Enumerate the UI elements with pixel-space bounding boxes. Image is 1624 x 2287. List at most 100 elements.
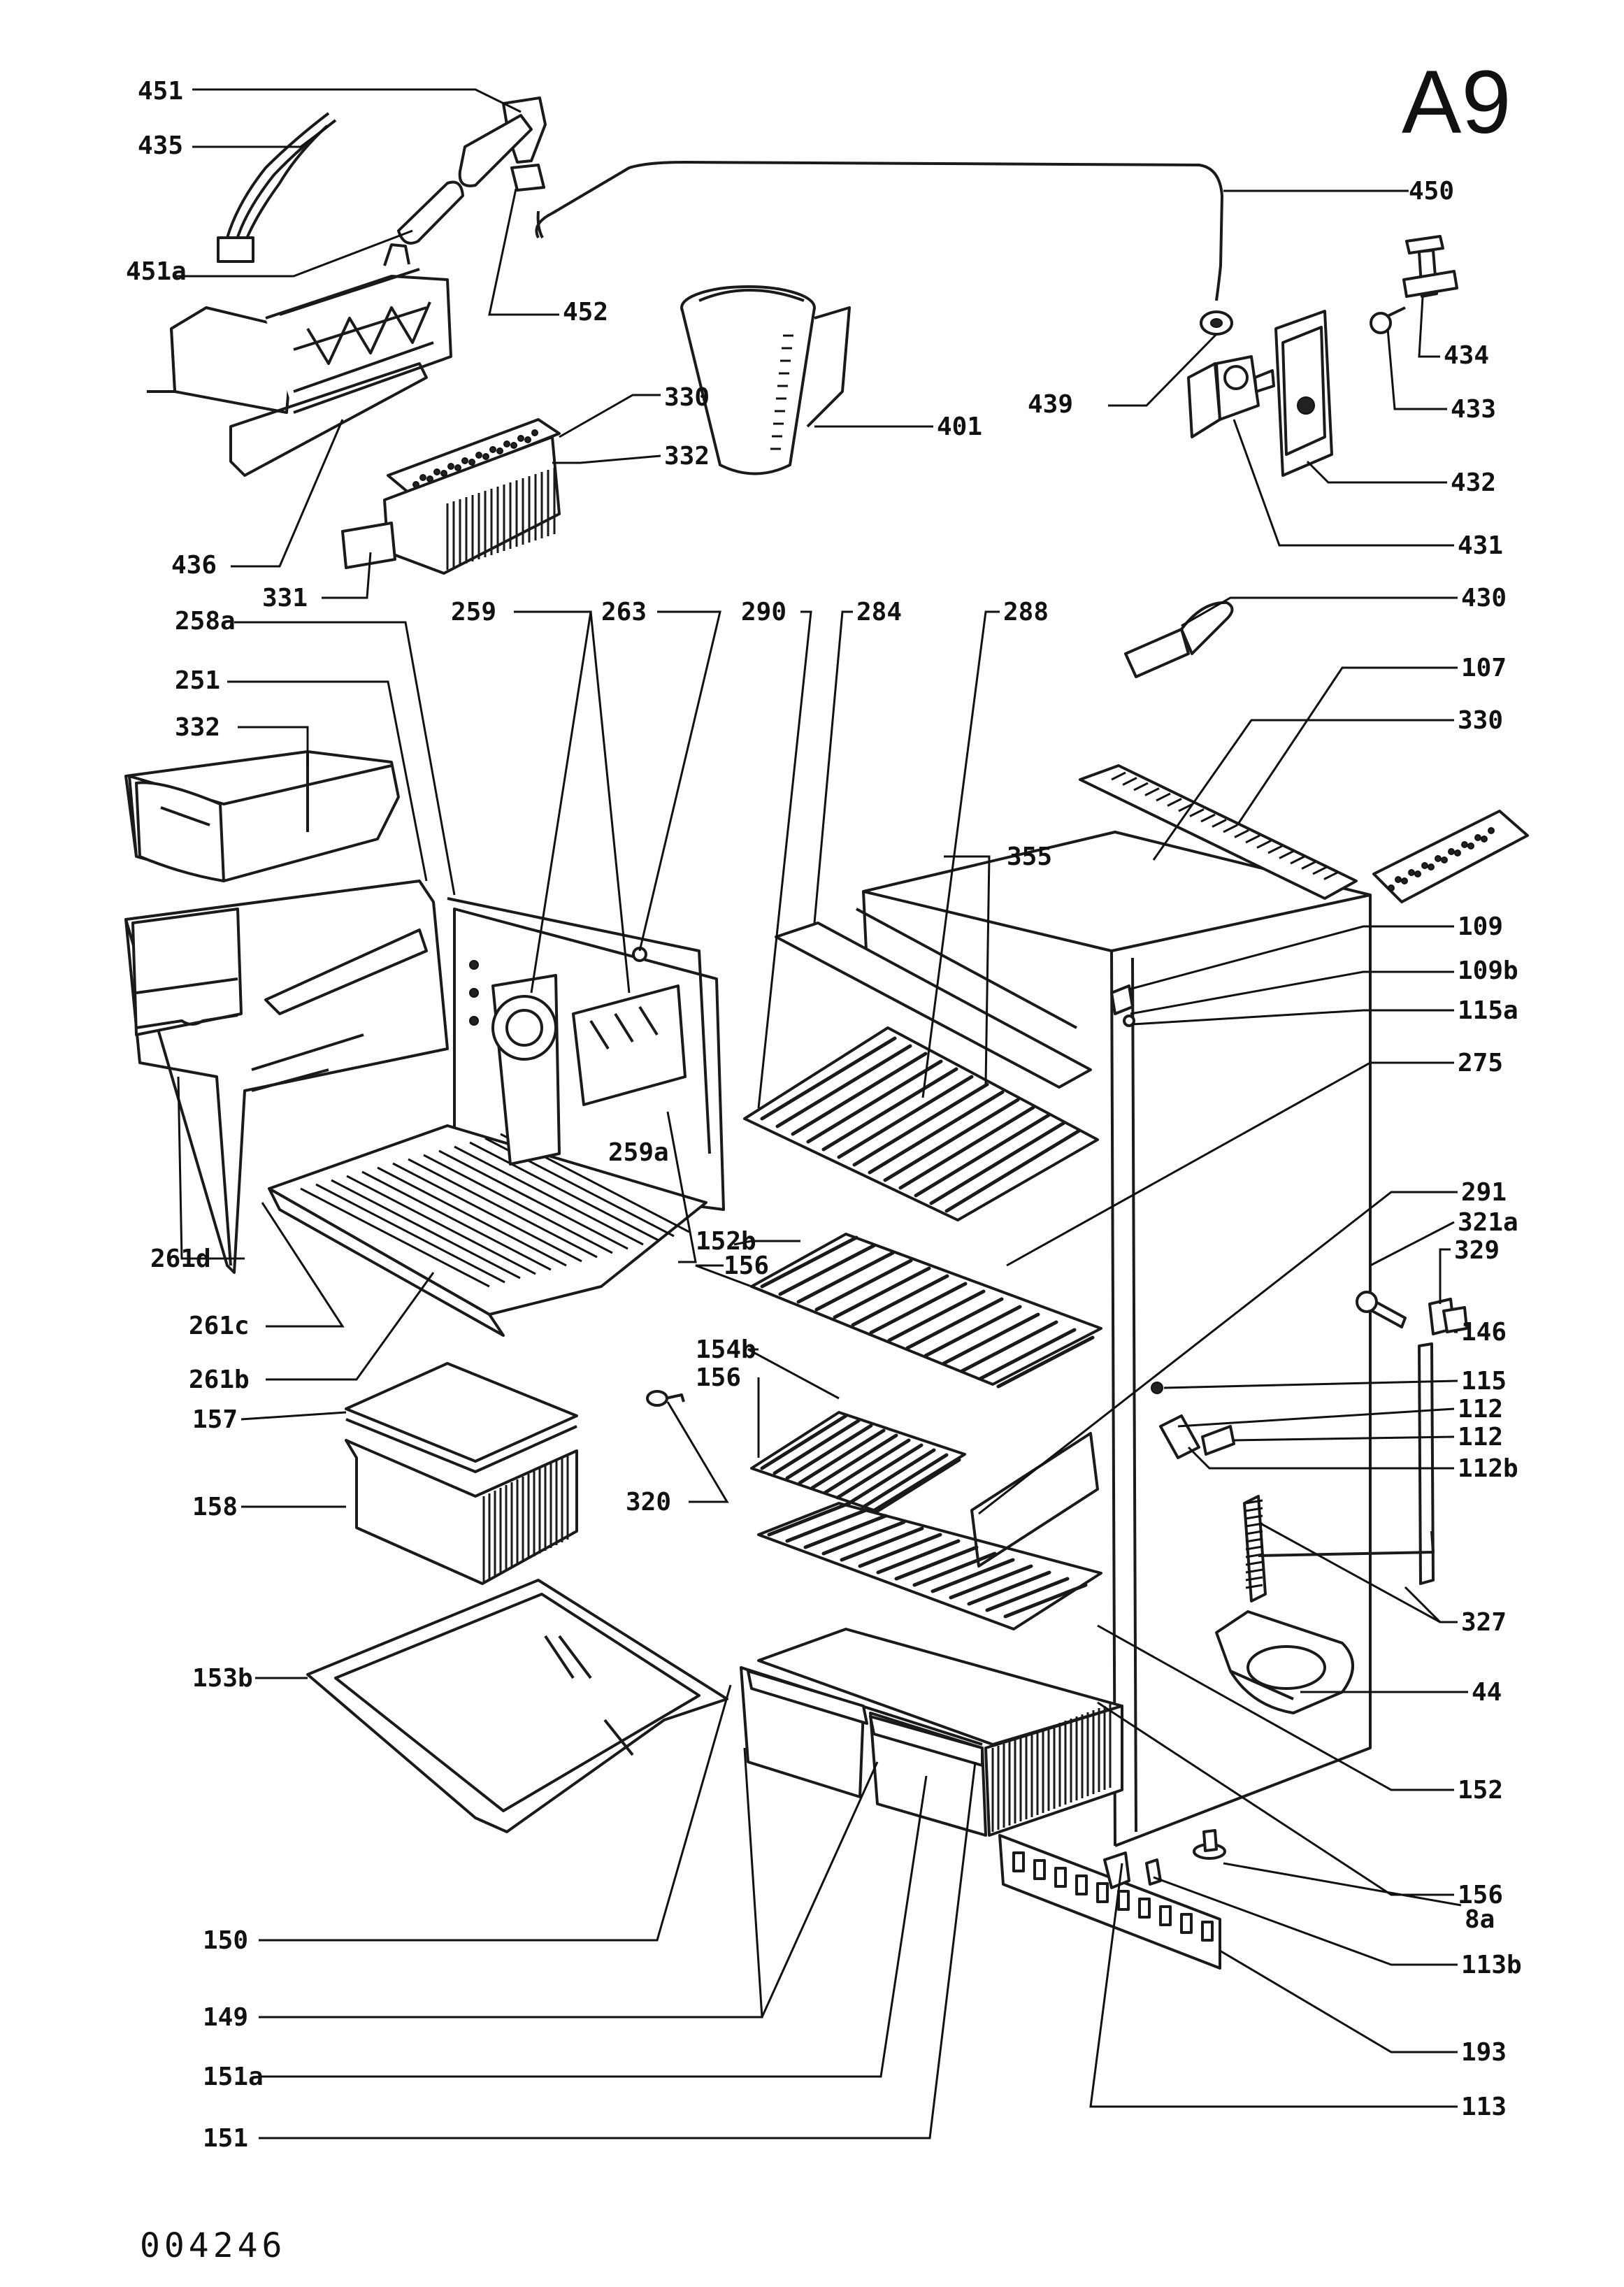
water-pitcher bbox=[680, 285, 851, 475]
drawing-stroke bbox=[778, 1243, 877, 1296]
drain-pan bbox=[1215, 1610, 1354, 1714]
drawing-stroke bbox=[454, 1145, 644, 1246]
shelf-screw bbox=[646, 1390, 685, 1407]
callout-115a: 115a bbox=[1458, 996, 1518, 1025]
leveling-foot bbox=[1193, 1829, 1226, 1860]
door-hinge-parts bbox=[1356, 1291, 1468, 1585]
callout-115: 115 bbox=[1461, 1367, 1507, 1396]
drawing-stroke bbox=[791, 1052, 928, 1136]
drawing-dot bbox=[503, 440, 510, 447]
freezer-door-liner bbox=[124, 880, 449, 1274]
ice-bin-small bbox=[383, 436, 561, 575]
drawing-stroke bbox=[942, 1312, 1040, 1365]
drawing-stroke bbox=[1144, 787, 1160, 796]
grille-slot bbox=[1012, 1851, 1025, 1872]
callout-433: 433 bbox=[1451, 395, 1496, 424]
callout-150: 150 bbox=[203, 1926, 248, 1955]
drawing-stroke bbox=[785, 1424, 873, 1480]
drawing-stroke bbox=[408, 1158, 598, 1259]
callout-452: 452 bbox=[563, 298, 608, 327]
callout-156-a: 156 bbox=[724, 1252, 769, 1280]
callout-154b: 154b bbox=[696, 1335, 756, 1364]
drawing-stroke bbox=[1290, 855, 1305, 865]
drawing-stroke bbox=[873, 1458, 961, 1514]
drawing-stroke bbox=[1167, 798, 1182, 807]
drawing-stroke bbox=[852, 1082, 989, 1167]
drawing-stroke bbox=[798, 1428, 886, 1485]
drawing-stroke bbox=[1279, 850, 1294, 859]
drawing-dot bbox=[1408, 869, 1415, 876]
sheet-id-label: A9 bbox=[1402, 52, 1511, 152]
callout-156-c: 156 bbox=[1458, 1881, 1503, 1909]
drawing-stroke bbox=[949, 1564, 1033, 1600]
water-valve bbox=[1187, 355, 1275, 438]
info-card bbox=[341, 522, 396, 569]
glass-shelf-loose bbox=[306, 1579, 728, 1833]
callout-157: 157 bbox=[192, 1405, 238, 1434]
drawing-stroke bbox=[1133, 782, 1149, 791]
drawing-stroke bbox=[821, 1067, 958, 1152]
callout-432: 432 bbox=[1451, 468, 1496, 497]
top-vent-grille bbox=[1079, 764, 1358, 900]
grille-slot bbox=[1159, 1905, 1172, 1926]
drawing-dot bbox=[475, 452, 482, 459]
fan-duct bbox=[491, 974, 687, 1166]
drawing-stroke bbox=[785, 1507, 870, 1543]
callout-327: 327 bbox=[1461, 1608, 1507, 1637]
drawing-stroke bbox=[1245, 1522, 1263, 1528]
drawing-stroke bbox=[894, 1545, 979, 1581]
drawing-stroke bbox=[1267, 845, 1283, 854]
drawing-stroke bbox=[1256, 840, 1272, 849]
drawing-stroke bbox=[1223, 824, 1238, 833]
drawing-dot bbox=[461, 457, 468, 464]
callout-261c: 261c bbox=[189, 1312, 250, 1340]
drawing-stroke bbox=[858, 1533, 942, 1568]
callout-259a: 259a bbox=[608, 1138, 669, 1167]
hex-nut bbox=[1200, 310, 1233, 336]
drawing-stroke bbox=[1245, 834, 1260, 844]
callout-290: 290 bbox=[741, 598, 786, 626]
drawing-dot bbox=[1467, 843, 1474, 849]
drawing-stroke bbox=[1245, 1507, 1263, 1512]
drawing-dot bbox=[1428, 863, 1435, 870]
drawing-dot bbox=[1481, 836, 1488, 843]
drawing-stroke bbox=[1245, 1545, 1263, 1551]
drawing-stroke bbox=[760, 1414, 848, 1470]
callout-436: 436 bbox=[171, 551, 217, 580]
callout-284: 284 bbox=[856, 598, 902, 626]
wire-seal bbox=[447, 897, 711, 1154]
drawing-stroke bbox=[760, 1235, 858, 1289]
drawing-stroke bbox=[315, 1183, 505, 1284]
drawing-stroke bbox=[876, 1539, 961, 1575]
callout-112-a: 112 bbox=[1458, 1395, 1503, 1424]
callout-263: 263 bbox=[601, 598, 647, 626]
callout-158: 158 bbox=[192, 1493, 238, 1521]
drawing-stroke bbox=[929, 1121, 1066, 1205]
callout-332-left: 332 bbox=[175, 713, 220, 742]
drawing-stroke bbox=[1189, 808, 1205, 817]
drawing-stroke bbox=[887, 1289, 986, 1342]
callout-156-b: 156 bbox=[696, 1363, 741, 1392]
drawing-stroke bbox=[914, 1113, 1051, 1198]
callout-112-b: 112 bbox=[1458, 1423, 1503, 1451]
drawing-dot bbox=[440, 470, 447, 477]
leader-lines bbox=[175, 88, 1468, 2139]
drawing-dot bbox=[419, 474, 426, 481]
drawing-stroke bbox=[1301, 861, 1316, 870]
drawing-stroke bbox=[767, 1501, 851, 1537]
grille-slot bbox=[1033, 1859, 1046, 1880]
drawing-dot bbox=[1448, 848, 1455, 855]
drawing-stroke bbox=[960, 1320, 1058, 1373]
callout-8a: 8a bbox=[1465, 1905, 1495, 1934]
callout-430: 430 bbox=[1461, 584, 1507, 612]
drain-tube bbox=[1243, 1495, 1435, 1603]
drawing-stroke bbox=[1245, 1530, 1263, 1535]
callout-109b: 109b bbox=[1458, 956, 1518, 985]
drawing-stroke bbox=[1245, 1576, 1263, 1582]
toe-grille bbox=[998, 1834, 1221, 1970]
callout-450: 450 bbox=[1409, 177, 1454, 206]
water-line bbox=[535, 161, 1223, 301]
grille-slot bbox=[1054, 1867, 1067, 1888]
